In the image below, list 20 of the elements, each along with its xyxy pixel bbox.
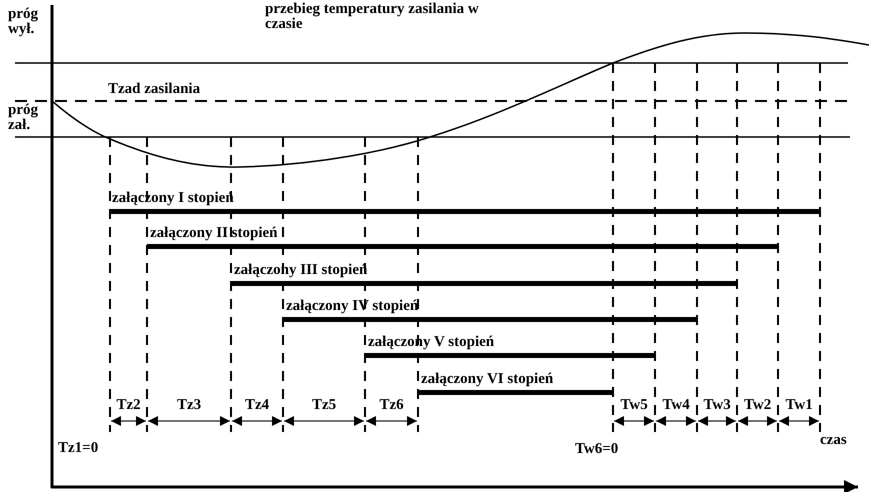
time-label: Tw6=0 [575, 442, 618, 457]
stage-label: załączony VI stopień [421, 372, 554, 387]
axis-label: próg zał. [8, 103, 39, 133]
axis-label: czas [820, 433, 847, 448]
stage-label: załączony II stopień [150, 226, 278, 241]
time-label: Tz1=0 [58, 441, 98, 456]
time-label: Tw4 [662, 398, 690, 413]
time-label: Tw3 [704, 398, 731, 413]
chart-title: przebieg temperatury zasilania w czasie [265, 2, 480, 32]
time-label: Tz2 [116, 398, 141, 413]
time-label: Tz4 [245, 398, 270, 413]
time-label: Tw5 [620, 398, 648, 413]
time-label: Tz6 [380, 398, 404, 413]
axis-label: próg wył. [8, 7, 39, 37]
time-label: Tw2 [744, 398, 772, 413]
setpoint-label: Tzad zasilania [108, 82, 200, 97]
time-label: Tz5 [312, 398, 336, 413]
time-label: Tw1 [786, 398, 813, 413]
time-label: Tz3 [177, 398, 202, 413]
stage-label: załączony V stopień [368, 335, 494, 350]
